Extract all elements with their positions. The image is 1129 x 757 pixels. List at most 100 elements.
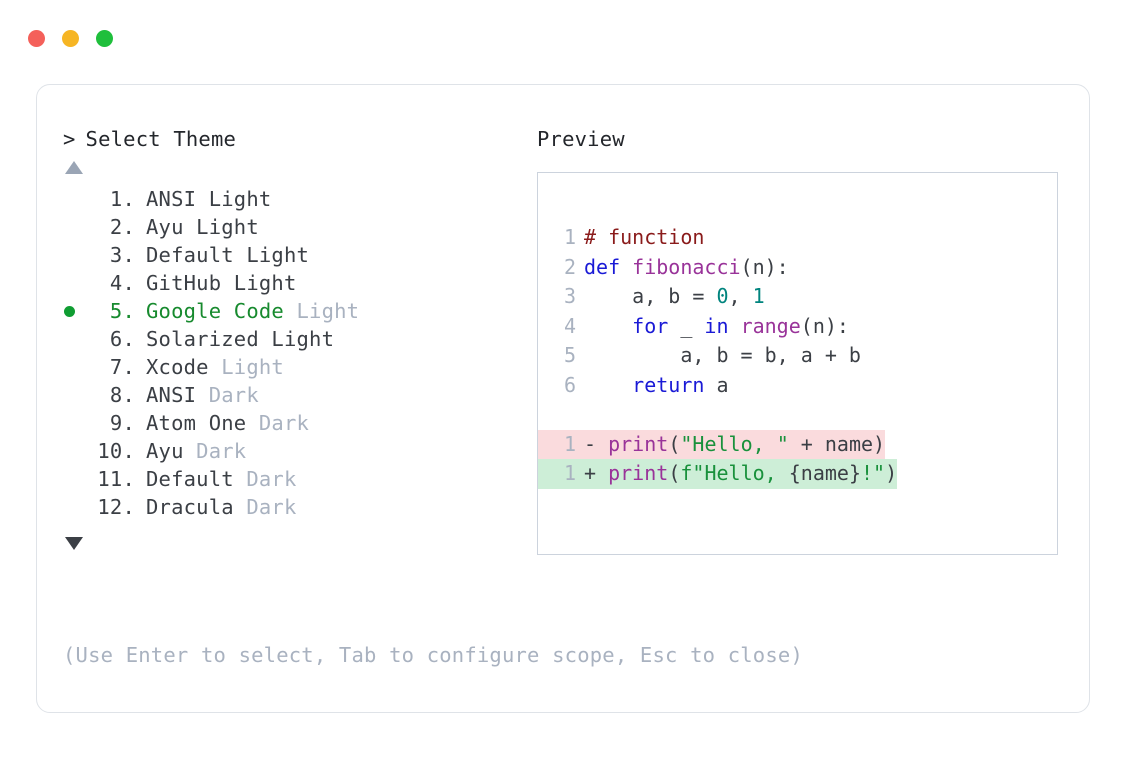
code-line-text: return a xyxy=(576,371,729,401)
selection-bullet-slot xyxy=(63,409,89,437)
code-line: 4 for _ in range(n): xyxy=(538,312,1057,342)
theme-item-number: 5. xyxy=(109,299,135,323)
code-blank-line xyxy=(538,400,1057,430)
theme-item-number: 7. xyxy=(109,355,135,379)
code-token: for xyxy=(632,313,669,338)
theme-item-number: 4. xyxy=(109,271,135,295)
theme-list-item[interactable]: 2. Ayu Light xyxy=(63,213,533,241)
theme-list-item[interactable]: 4. GitHub Light xyxy=(63,269,533,297)
code-line: 1# function xyxy=(538,223,1057,253)
theme-item-name: Default Light xyxy=(146,243,310,267)
theme-list-item[interactable]: 8.ANSI Dark xyxy=(63,381,533,409)
code-token: 1 xyxy=(752,284,765,308)
theme-list-item[interactable]: 9.Atom One Dark xyxy=(63,409,533,437)
diff-line-number: 1 xyxy=(563,461,576,485)
code-line-text: a, b = 0, 1 xyxy=(576,282,765,312)
selection-bullet-slot xyxy=(63,241,89,269)
code-line: 6 return a xyxy=(538,371,1057,401)
theme-item-number: 12. xyxy=(97,495,135,519)
code-line-text: for _ in range(n): xyxy=(576,312,849,342)
line-number: 1 xyxy=(563,225,576,249)
theme-list-item[interactable]: 12. Dracula Dark xyxy=(63,493,533,521)
selection-bullet-slot xyxy=(63,381,89,409)
selection-bullet-slot xyxy=(63,297,89,325)
theme-item-name: Dracula xyxy=(146,495,234,519)
code-line: 5 a, b = b, a + b xyxy=(538,341,1057,371)
theme-item-name: Ayu Light xyxy=(146,215,259,239)
theme-item-name: ANSI Light xyxy=(146,187,272,211)
code-token: a, b = b, a + b xyxy=(584,343,861,367)
code-token: range xyxy=(740,313,801,338)
theme-list-item[interactable]: 3.Default Light xyxy=(63,241,533,269)
diff-line-del: 1- print("Hello, " + name) xyxy=(538,429,886,460)
minimize-button[interactable] xyxy=(62,30,79,47)
code-token: a xyxy=(704,372,729,397)
code-token xyxy=(729,314,741,338)
code-line-text: def fibonacci(n): xyxy=(576,253,789,283)
triangle-down-icon[interactable] xyxy=(65,537,83,550)
close-button[interactable] xyxy=(28,30,45,47)
code-token: print xyxy=(608,461,669,485)
line-number: 4 xyxy=(563,313,576,338)
code-token: 0 xyxy=(716,284,729,308)
selection-bullet-slot xyxy=(63,437,89,465)
selection-bullet-slot xyxy=(63,185,89,213)
line-number: 6 xyxy=(563,372,576,397)
line-number: 5 xyxy=(563,343,576,367)
theme-item-name: Atom One xyxy=(146,411,247,435)
theme-item-variant: Light xyxy=(208,355,284,379)
code-token: !" xyxy=(860,461,886,485)
selection-bullet-slot xyxy=(63,269,89,297)
code-token: a, b = xyxy=(584,284,717,308)
preview-label: Preview xyxy=(537,127,625,151)
theme-item-name: ANSI xyxy=(146,383,197,407)
prompt-header: > Select Theme xyxy=(63,125,533,153)
theme-list-item[interactable]: 1. ANSI Light xyxy=(63,185,533,213)
theme-list-item[interactable]: 7.Xcode Light xyxy=(63,353,533,381)
theme-item-number: 11. xyxy=(97,467,135,491)
code-token: ( xyxy=(668,461,681,485)
code-token xyxy=(584,373,632,397)
code-token: def xyxy=(584,254,633,279)
selection-bullet-slot xyxy=(63,465,89,493)
keyboard-hint: (Use Enter to select, Tab to configure s… xyxy=(63,643,803,667)
theme-item-variant: Dark xyxy=(246,411,310,435)
theme-item-name: Google Code xyxy=(146,299,284,323)
theme-list-item[interactable]: 11.Default Dark xyxy=(63,465,533,493)
theme-item-variant: Dark xyxy=(233,495,297,519)
code-token: ) xyxy=(885,461,898,485)
theme-list-item[interactable]: 5. Google Code Light xyxy=(63,297,533,325)
triangle-up-icon[interactable] xyxy=(65,161,83,174)
code-token: _ xyxy=(668,313,705,338)
diff-line-number: 1 xyxy=(563,431,576,456)
code-token: (n): xyxy=(800,313,849,338)
theme-item-variant: Light xyxy=(283,299,360,323)
theme-list-item[interactable]: 6.Solarized Light xyxy=(63,325,533,353)
code-line-text: a, b = b, a + b xyxy=(576,341,861,371)
code-line: 3 a, b = 0, 1 xyxy=(538,282,1057,312)
diff-sign: + xyxy=(584,461,609,485)
diff-sign: - xyxy=(584,431,609,456)
code-token: return xyxy=(632,372,705,397)
theme-item-name: Solarized Light xyxy=(146,327,335,351)
theme-item-variant: Dark xyxy=(183,439,247,463)
code-token: ( xyxy=(668,431,681,456)
page-title: Select Theme xyxy=(85,127,237,151)
window-controls xyxy=(28,30,113,47)
theme-list-item[interactable]: 10.Ayu Dark xyxy=(63,437,533,465)
diff-line-text: - print("Hello, " + name) xyxy=(576,430,885,460)
theme-item-number: 1. xyxy=(109,187,135,211)
code-token: "Hello, " xyxy=(680,431,789,456)
code-token: in xyxy=(704,313,729,338)
code-token: {name} xyxy=(788,461,861,485)
theme-item-number: 8. xyxy=(109,383,135,407)
theme-item-name: GitHub Light xyxy=(146,271,297,295)
code-token: (n): xyxy=(740,254,789,279)
maximize-button[interactable] xyxy=(96,30,113,47)
selection-bullet-slot xyxy=(63,325,89,353)
theme-item-number: 2. xyxy=(109,215,135,239)
theme-item-name: Default xyxy=(146,467,234,491)
